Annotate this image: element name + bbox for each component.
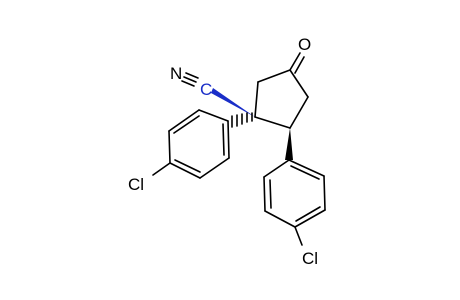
right-ring-double-2 — [295, 206, 321, 222]
right-ring-bond-2 — [263, 176, 266, 212]
left-ring-bond-2 — [168, 109, 200, 132]
nitrile-group: C N — [170, 64, 255, 117]
right-ring-bond-5 — [323, 175, 326, 211]
hashed-bond-left-aryl — [231, 112, 253, 128]
ring-bond-c3-c2 — [289, 96, 309, 129]
right-ring-double-1 — [269, 179, 272, 209]
left-ring-bond-4 — [169, 162, 201, 179]
nitrile-triple-bond-3 — [181, 80, 195, 87]
chlorine-right-label: Cl — [302, 249, 318, 268]
left-ring-double-3 — [222, 123, 225, 156]
right-ring-bond-6 — [288, 159, 325, 177]
left-ring-bond-6 — [227, 120, 230, 159]
left-ring-double-2 — [174, 159, 201, 173]
oxygen-label: O — [298, 35, 311, 54]
left-ring-bond-3 — [168, 130, 171, 164]
left-c-cl-bond — [152, 162, 171, 176]
right-chlorophenyl-ring — [263, 159, 326, 246]
carbonyl-double-bond — [289, 52, 305, 74]
right-ring-double-3 — [290, 165, 320, 180]
ring-bond-c2-c1 — [254, 116, 291, 129]
nitrile-carbon-label: C — [200, 80, 212, 99]
nitrile-triple-bond-1 — [183, 76, 197, 83]
left-chlorophenyl-ring — [152, 109, 230, 179]
right-c-cl-bond — [294, 226, 303, 246]
left-ring-double-1 — [173, 115, 200, 134]
nitrile-triple-bond-2 — [185, 72, 199, 79]
left-ring-bond-1 — [198, 109, 229, 122]
chlorine-left-label: Cl — [128, 175, 144, 194]
right-ring-bond-3 — [264, 210, 296, 228]
carbonyl-bond-b — [294, 56, 305, 74]
nitrogen-label: N — [170, 64, 182, 83]
ring-bond-c1-c5 — [254, 81, 259, 118]
ring-bond-c4-c3 — [289, 69, 309, 98]
cyclopentanone-ring — [254, 69, 309, 129]
right-ring-bond-1 — [263, 159, 290, 178]
wedge-bond-right-aryl — [285, 128, 293, 160]
ring-bond-c5-c4 — [257, 69, 291, 83]
right-ring-bond-4 — [294, 209, 326, 228]
carbonyl-bond-a — [289, 52, 301, 71]
left-ring-bond-5 — [199, 157, 230, 179]
nitrile-wedge-bond — [211, 88, 255, 117]
